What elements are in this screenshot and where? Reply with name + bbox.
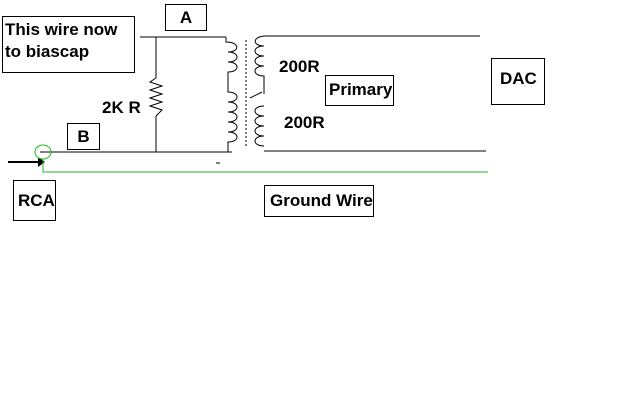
dac-label: DAC bbox=[500, 69, 537, 88]
point-a-box: A bbox=[165, 4, 207, 31]
point-b-label: B bbox=[77, 127, 90, 146]
resistor-label: 2K R bbox=[102, 98, 141, 117]
coil-top-label: 200R bbox=[279, 57, 320, 76]
note-box: This wire now to biascap bbox=[2, 16, 135, 73]
ground-wire-label: Ground Wire bbox=[270, 191, 373, 210]
resistor-zigzag bbox=[148, 77, 164, 117]
note-line-2: to biascap bbox=[5, 42, 90, 61]
coil-bottom-label: 200R bbox=[284, 113, 325, 132]
point-b-box: B bbox=[67, 123, 100, 150]
rca-arrow bbox=[8, 157, 45, 167]
note-line-1: This wire now bbox=[5, 20, 118, 39]
ground-wire-box: Ground Wire bbox=[264, 185, 374, 217]
secondary-coil bbox=[225, 37, 238, 152]
primary-box: Primary bbox=[325, 75, 394, 106]
ground-wire bbox=[42, 159, 488, 173]
rca-box: RCA bbox=[13, 180, 56, 221]
center-tap bbox=[249, 91, 263, 99]
primary-coil-lower bbox=[254, 105, 265, 147]
rca-label: RCA bbox=[18, 191, 55, 210]
primary-label: Primary bbox=[329, 80, 393, 99]
dac-box: DAC bbox=[491, 58, 545, 105]
point-a-label: A bbox=[179, 8, 193, 27]
primary-coil-upper bbox=[254, 35, 480, 94]
